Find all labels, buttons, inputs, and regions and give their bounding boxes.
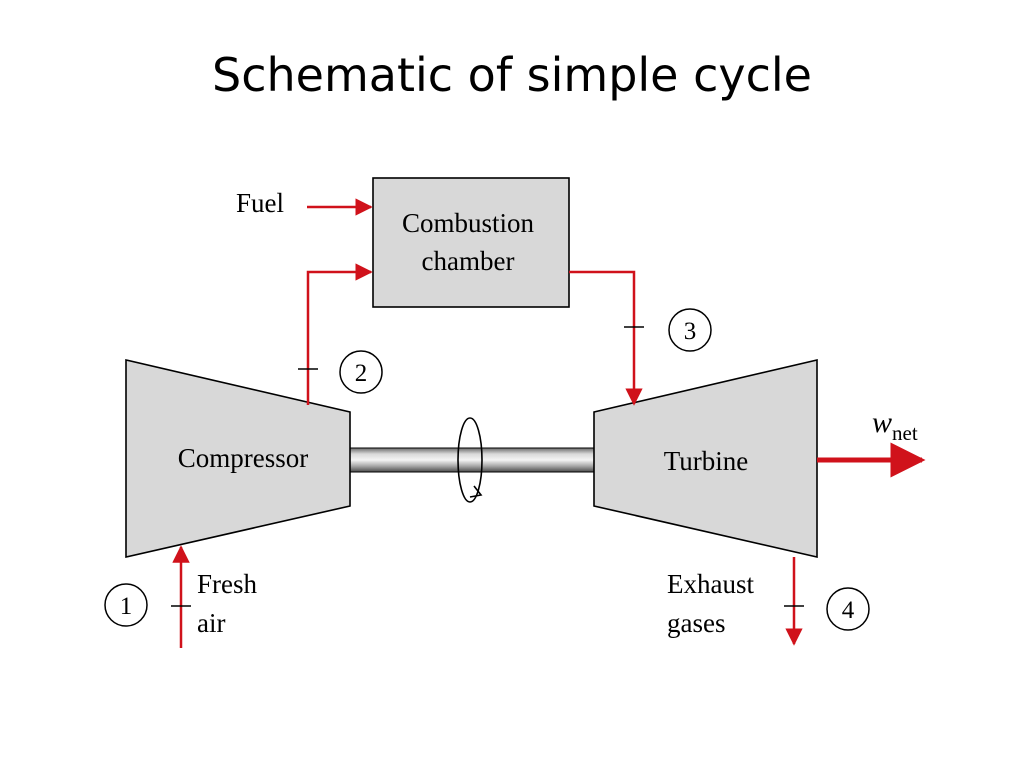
fuel-label: Fuel (236, 188, 284, 218)
slide-title: Schematic of simple cycle (212, 48, 812, 102)
fresh-air-label-line2: air (197, 608, 225, 638)
exhaust-label-line1: Exhaust (667, 569, 754, 599)
turbine-label: Turbine (664, 446, 749, 476)
rotation-arrow-icon (457, 417, 483, 503)
state-4-number: 4 (842, 597, 855, 624)
state-2-number: 2 (355, 360, 368, 387)
turbine (593, 358, 818, 559)
compressor (125, 358, 351, 559)
flow-3-arrow (569, 270, 643, 406)
combustion-chamber-label-line1: Combustion (402, 208, 535, 238)
state-2-marker (339, 350, 383, 394)
state-1-marker (104, 583, 148, 627)
net-work-label: wnet (872, 406, 918, 445)
net-work-symbol: w (872, 406, 892, 439)
compressor-label: Compressor (178, 443, 309, 473)
combustion-chamber (372, 177, 570, 308)
state-3-number: 3 (684, 318, 697, 345)
exhaust-label-line2: gases (667, 608, 725, 638)
shaft (349, 447, 595, 473)
combustion-chamber-label-line2: chamber (422, 246, 515, 276)
fresh-air-label-line1: Fresh (197, 569, 257, 599)
state-3-marker (668, 308, 712, 352)
flow-2-arrow (306, 263, 373, 405)
net-work-subscript: net (892, 421, 918, 445)
state-1-number: 1 (120, 593, 133, 620)
state-4-marker (826, 587, 870, 631)
